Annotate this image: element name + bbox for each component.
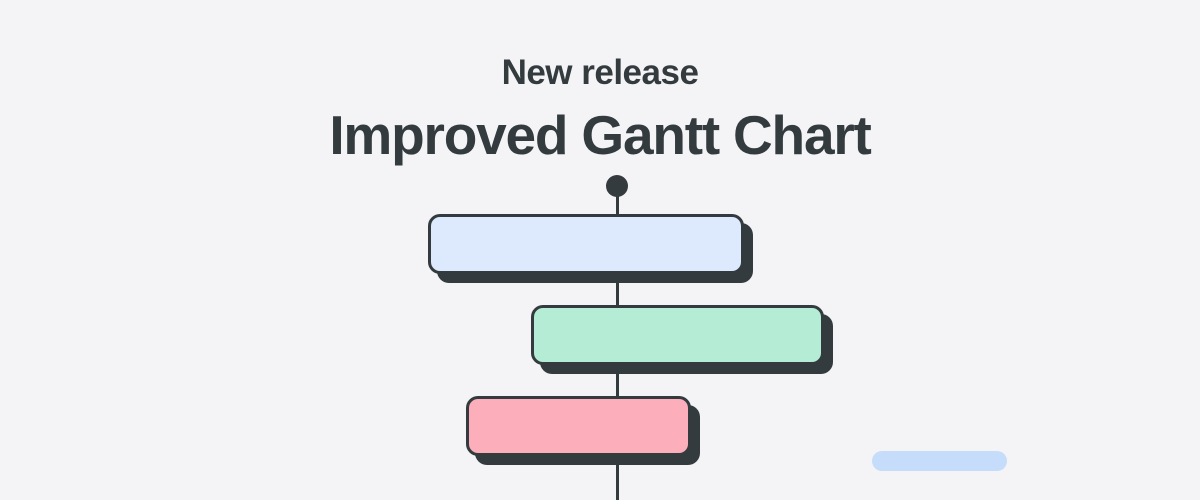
page-title: Improved Gantt Chart <box>329 104 872 166</box>
task-bar-blue[interactable] <box>428 214 1007 471</box>
task-bar-pink[interactable] <box>466 396 691 456</box>
banner-headings: New release Improved Gantt Chart <box>0 0 1200 167</box>
eyebrow-text: New release <box>501 53 699 92</box>
task-bar-green[interactable] <box>531 305 824 365</box>
today-marker-dot-icon[interactable] <box>606 175 628 197</box>
task-bar-blue-progress <box>872 451 1007 471</box>
